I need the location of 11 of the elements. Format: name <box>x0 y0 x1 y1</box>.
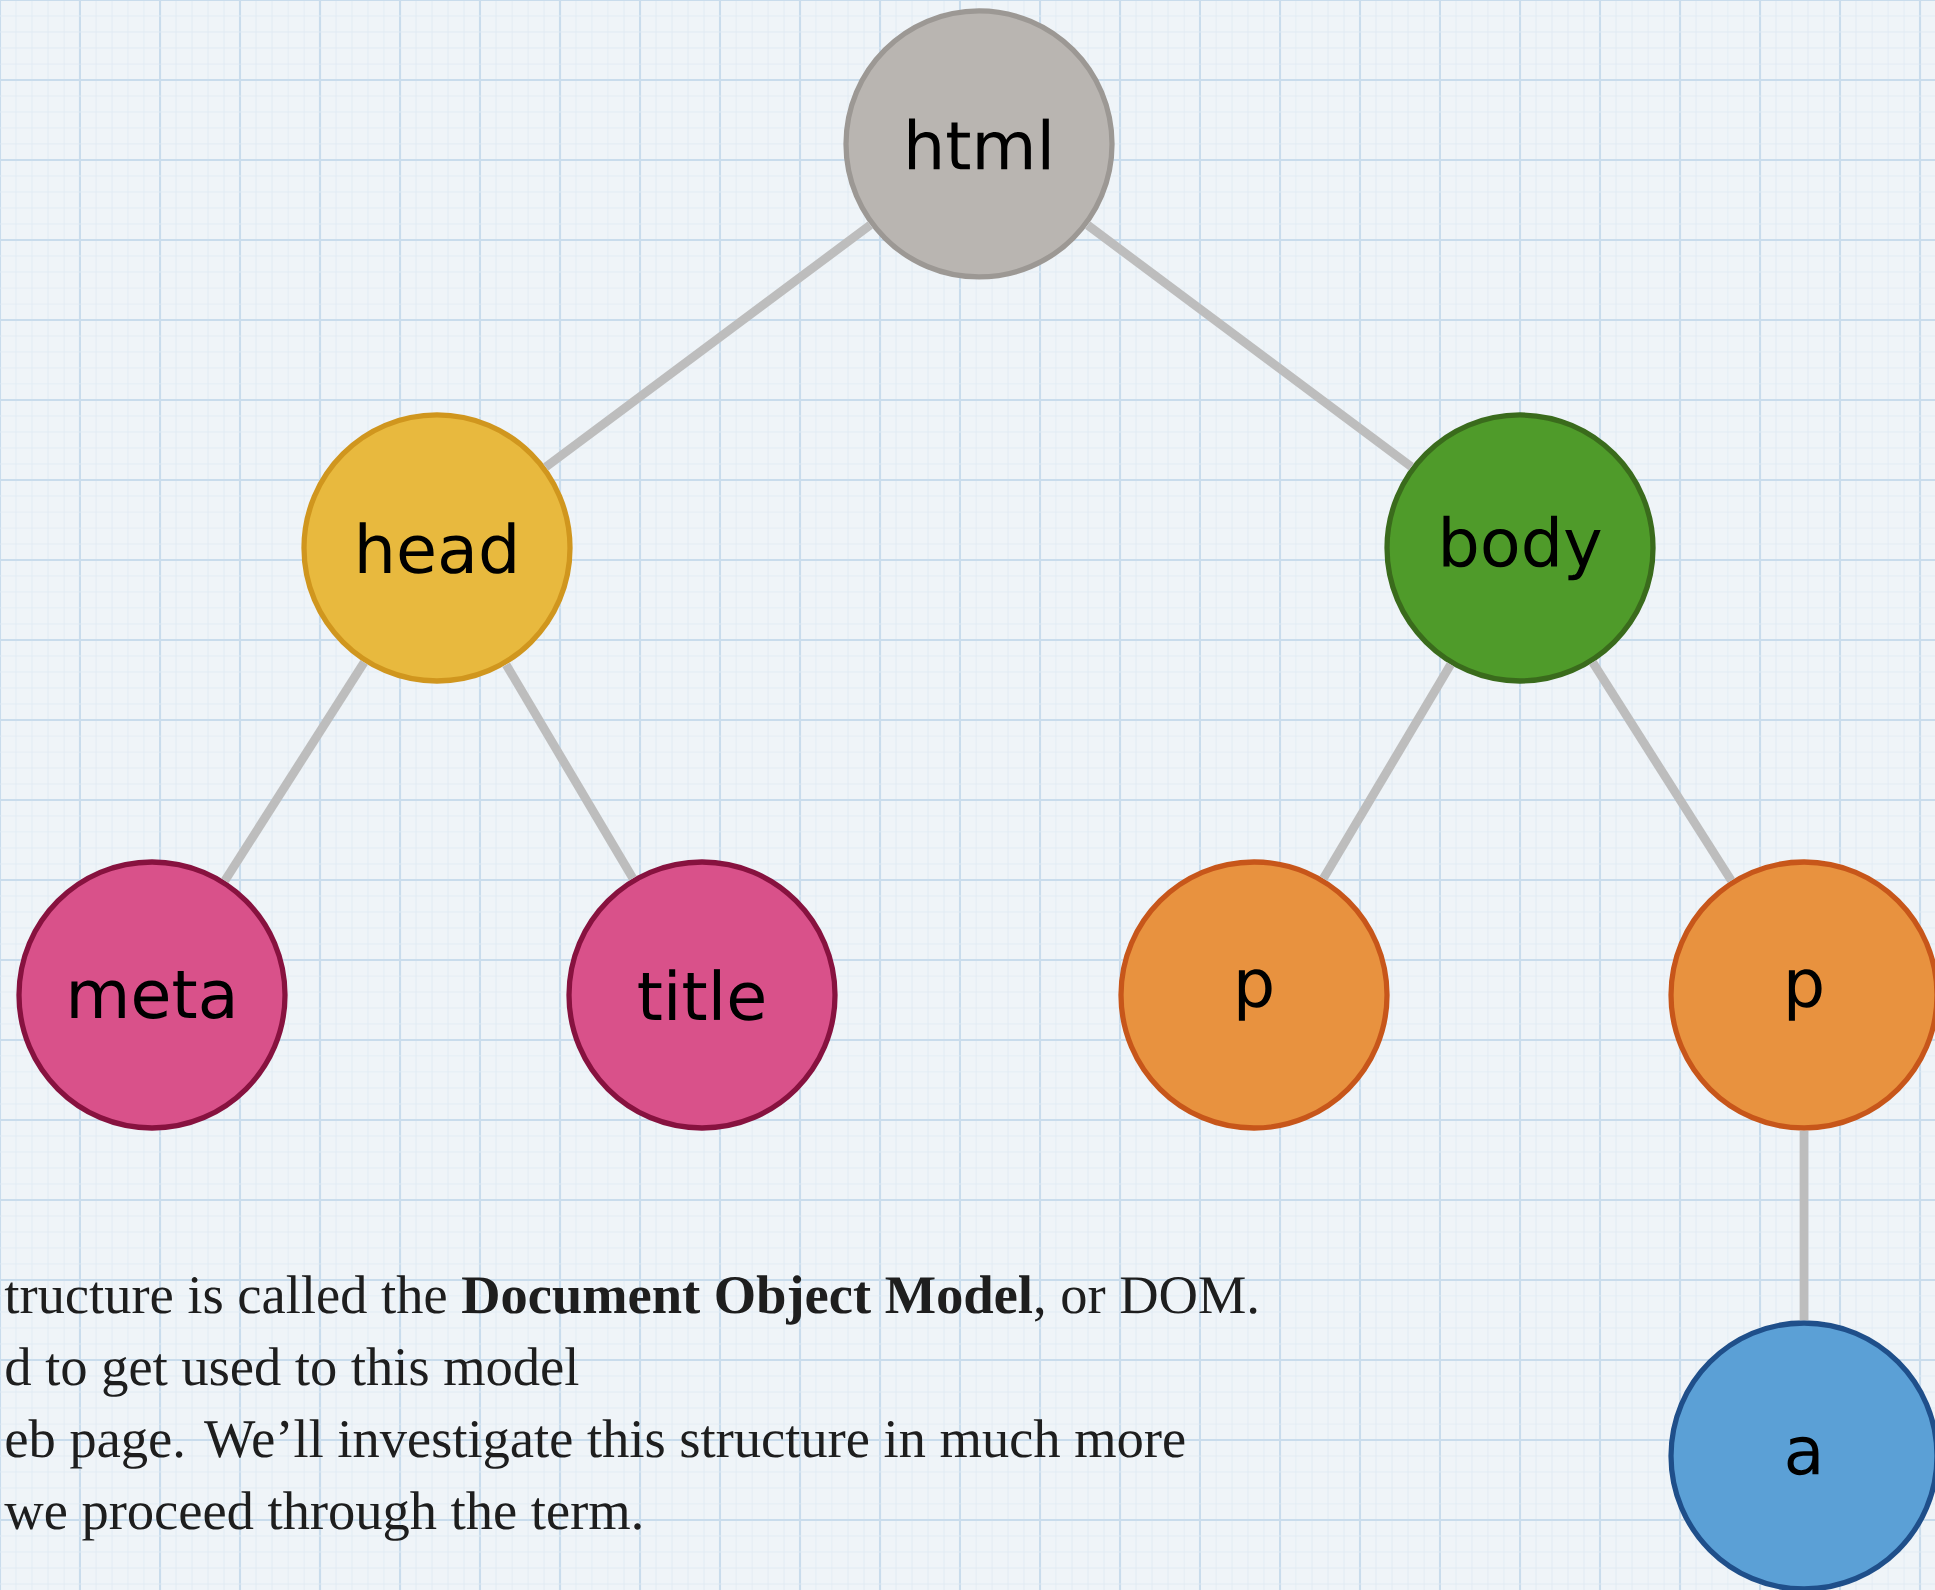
connector-line <box>221 660 368 883</box>
text-line: tructure is called the Document Object Model, or DOM. <box>4 1275 1257 1325</box>
connector-line <box>1085 221 1414 471</box>
text-line: eb page. We’ll investigate this structure in much more <box>6 1419 1185 1469</box>
text-line: d to get used to this model <box>6 1347 579 1397</box>
connector-line <box>1589 660 1735 883</box>
connector-line <box>543 221 873 471</box>
connector-line <box>502 662 637 881</box>
text-line: we proceed through the term. <box>4 1491 641 1541</box>
connector-line <box>1319 662 1455 881</box>
connector-line <box>1799 1130 1809 1321</box>
